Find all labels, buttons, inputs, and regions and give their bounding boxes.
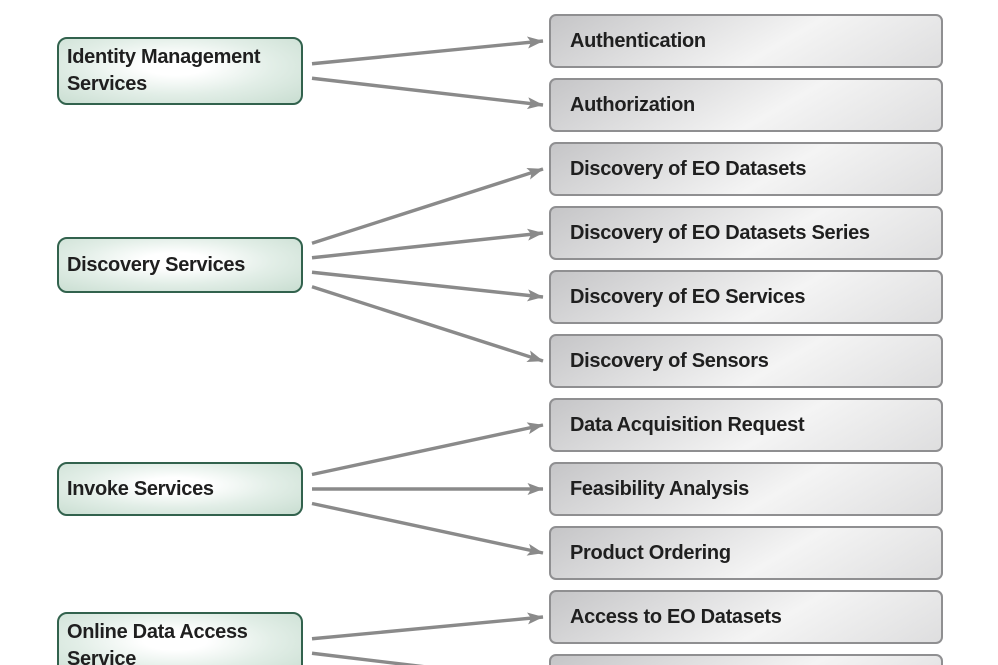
node-discovery-of-eo-services: Discovery of EO Services [549, 270, 943, 324]
node-discovery-services: Discovery Services [57, 237, 303, 293]
node-authentication: Authentication [549, 14, 943, 68]
node-access-to-eo-datasets: Access to EO Datasets [549, 590, 943, 644]
node-label: Discovery Services [67, 253, 246, 276]
node-invoke-services: Invoke Services [57, 462, 303, 516]
node-authorization: Authorization [549, 78, 943, 132]
node-label: Feasibility Analysis [570, 477, 749, 500]
node-discovery-of-eo-datasets-series: Discovery of EO Datasets Series [549, 206, 943, 260]
node-partial-bottom [549, 654, 943, 665]
node-label: Discovery of EO Datasets [570, 157, 807, 180]
node-product-ordering: Product Ordering [549, 526, 943, 580]
node-label: Product Ordering [570, 541, 731, 564]
node-label: Access to EO Datasets [570, 605, 782, 628]
node-label: Identity Management Services [67, 46, 261, 95]
node-label: Discovery of EO Services [570, 285, 806, 308]
node-discovery-of-eo-datasets: Discovery of EO Datasets [549, 142, 943, 196]
node-label: Discovery of Sensors [570, 349, 769, 372]
node-label: Invoke Services [67, 477, 214, 500]
node-label: Discovery of EO Datasets Series [570, 221, 870, 244]
node-online-data-access-service: Online Data Access Service [57, 612, 303, 665]
node-data-acquisition-request: Data Acquisition Request [549, 398, 943, 452]
node-identity-management-services: Identity Management Services [57, 37, 303, 105]
node-feasibility-analysis: Feasibility Analysis [549, 462, 943, 516]
node-label: Data Acquisition Request [570, 413, 805, 436]
node-discovery-of-sensors: Discovery of Sensors [549, 334, 943, 388]
node-label: Online Data Access Service [67, 621, 248, 665]
node-label: Authorization [570, 93, 695, 116]
node-label: Authentication [570, 29, 706, 52]
